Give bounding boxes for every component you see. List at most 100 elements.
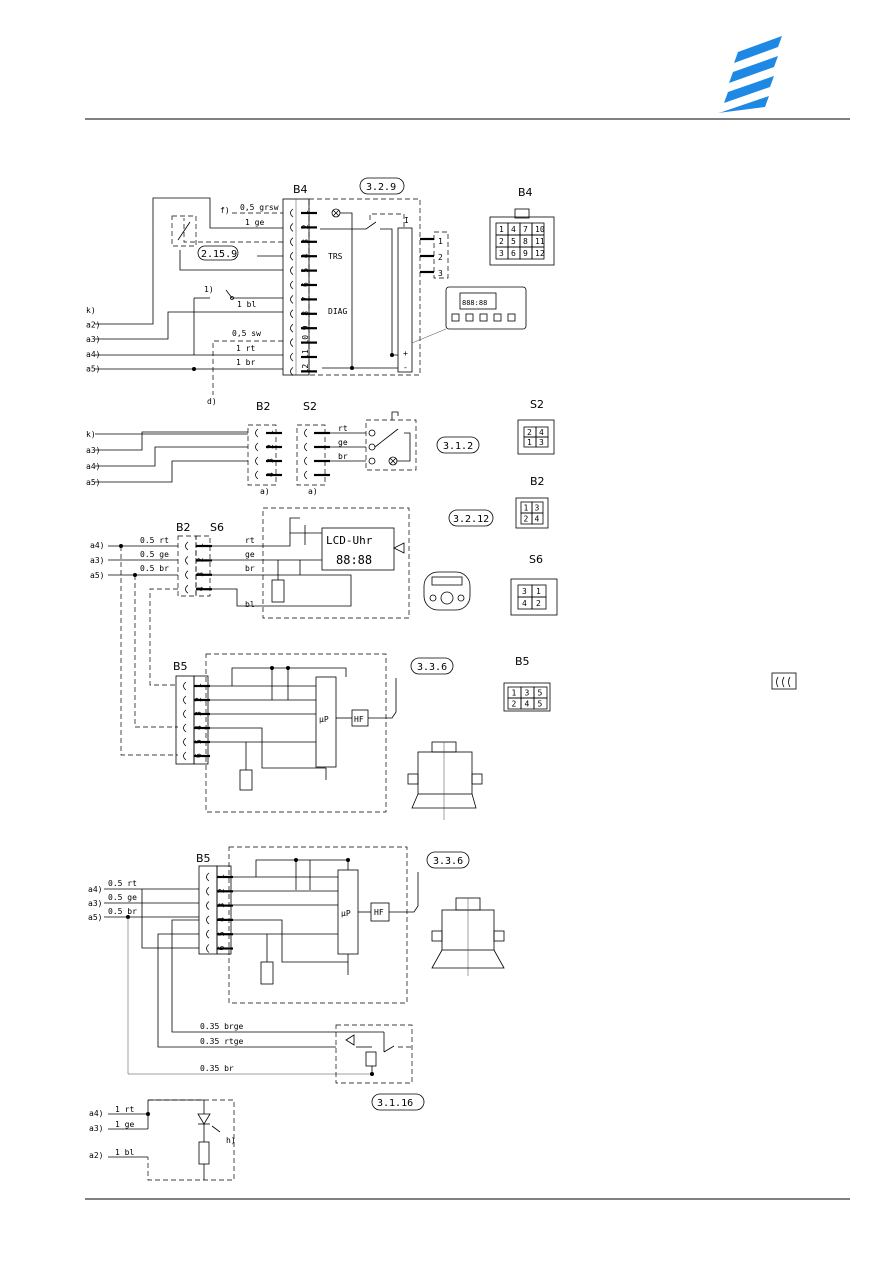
s6-lead-a3: a3)	[89, 1124, 103, 1133]
wire-ge: 1 ge	[245, 218, 264, 227]
antenna-icon-b	[389, 872, 419, 913]
b5a-pin-number: 6	[194, 753, 203, 758]
sensor-box	[171, 215, 197, 247]
b5-cell-number: 5	[538, 689, 543, 698]
s5-lead-a5: a5)	[88, 913, 102, 922]
b4-socket-6	[290, 280, 294, 290]
s6-pin-number: 1	[196, 543, 205, 548]
b5a-socket-4	[183, 723, 187, 733]
s6-remote-icon	[423, 571, 471, 611]
s6-lead-a4: a4)	[89, 1109, 103, 1118]
b5b-socket-5	[206, 929, 210, 939]
b4-pin-number: 8	[301, 311, 310, 316]
s2-socket-1	[304, 428, 308, 438]
s6-wire-ge: 1 ge	[115, 1120, 134, 1129]
lcd-clock-box	[262, 507, 410, 619]
under-a-1: a)	[260, 487, 270, 496]
b2-plug	[247, 424, 277, 486]
ref-3-2-9: 3.2.9	[366, 182, 396, 193]
b5-connector-title: B5	[515, 655, 530, 668]
wire-grsw: 0,5 grsw	[240, 203, 279, 212]
s2-cell-number: 1	[527, 438, 532, 447]
svg-text:1: 1	[438, 237, 443, 246]
b4-cell-number: 4	[511, 225, 516, 234]
b2-cell	[531, 512, 544, 525]
b5b-pin-number: 1	[217, 874, 226, 879]
ref-3-1-16: 3.1.16	[377, 1098, 413, 1109]
wire-bl: 1 bl	[237, 300, 256, 309]
lead-label: a4)	[86, 350, 100, 359]
s2-socket-3	[304, 456, 308, 466]
s6-cell-number: 3	[522, 587, 527, 596]
s5-lead-a3: a3)	[88, 899, 102, 908]
ref-2-15-9: 2.15.9	[201, 249, 237, 260]
s5-bottom-br: 0.35 br	[200, 1064, 234, 1073]
s6-cell	[531, 596, 547, 610]
b5a-socket-1	[183, 681, 187, 691]
b4-socket-8	[290, 309, 294, 319]
section1-leads: k)a2)a3)a4)a5)	[86, 306, 100, 373]
s3-out-br: br	[245, 564, 255, 573]
ref-badge-3-1-2	[436, 436, 480, 454]
plug-b2-label: B2	[256, 400, 271, 413]
s3-wire-ge: 0.5 ge	[140, 550, 169, 559]
radio-box-a	[205, 653, 387, 813]
ref-badge-2-15-9	[197, 245, 239, 261]
wire-sw: 0,5 sw	[232, 329, 261, 338]
ref-badge-3-2-12	[448, 509, 494, 527]
b4-pin-number: 1	[301, 210, 310, 215]
b4-cell-number: 6	[511, 249, 516, 258]
b5b-pin-number: 2	[217, 888, 226, 893]
b5b-pin-number: 6	[217, 946, 226, 951]
b5a-pin-number: 4	[194, 725, 203, 730]
b4-connector-face	[489, 216, 555, 266]
b5a-socket-3	[183, 709, 187, 719]
s5-bottom-rtge: 0.35 rtge	[200, 1037, 244, 1046]
lead-label: k)	[86, 306, 96, 315]
b4-socket-10	[290, 338, 294, 347]
s3-plug-b2: B2	[176, 521, 191, 534]
b4-cell-number: 8	[523, 237, 528, 246]
b4-socket-9	[290, 323, 294, 333]
ref-badge-3-3-6-a	[410, 657, 454, 675]
s2-wire-ge: ge	[338, 438, 348, 447]
s3-out-rt: rt	[245, 536, 255, 545]
s6-socket-3	[185, 570, 189, 580]
s2-cell-number: 2	[527, 428, 532, 437]
b4-socket-12	[290, 367, 294, 376]
hf-label-b: HF	[374, 908, 384, 917]
s6-pin-number: 2	[196, 557, 205, 562]
s3-wire-rt: 0.5 rt	[140, 536, 169, 545]
led-c-icon	[197, 1113, 211, 1125]
b4-pin-number: 10	[301, 335, 310, 345]
section-led: a4) a3) a2) 1 rt 1 ge 1 bl h)	[89, 1099, 236, 1181]
s6-cell-number: 4	[522, 599, 527, 608]
s3-plug-s6: S6	[210, 521, 224, 534]
wire-br: 1 br	[236, 358, 255, 367]
s2-socket-2	[304, 442, 308, 452]
ref-badge-3-2-9	[359, 177, 405, 195]
ref-badge-3-3-6-b	[426, 851, 470, 869]
svg-text:3: 3	[438, 269, 443, 278]
panel-buttons-icon	[451, 313, 516, 322]
b4-cell-number: 9	[523, 249, 528, 258]
b2-pin-number: 2	[266, 444, 275, 449]
b5-cell-number: 4	[525, 700, 530, 709]
eberspaecher-logo	[718, 36, 782, 113]
ref-3-3-6-a: 3.3.6	[417, 662, 447, 673]
b2-cell-number: 4	[535, 515, 540, 524]
lead-label: a4)	[86, 462, 100, 471]
b2-socket-3	[255, 456, 259, 466]
b2-pin-number: 1	[266, 430, 275, 435]
up-label-b: µP	[341, 909, 351, 918]
b5a-pin-number: 3	[194, 711, 203, 716]
switch-icon	[374, 428, 399, 448]
s6-socket-4	[185, 584, 189, 594]
b4-socket-7	[290, 295, 294, 304]
